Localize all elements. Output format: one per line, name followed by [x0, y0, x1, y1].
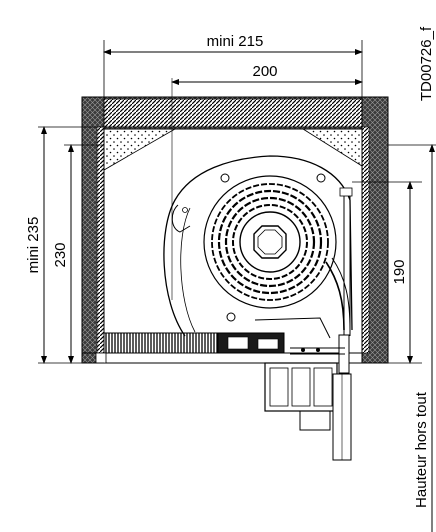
dimension-overall-height: Hauteur hors tout — [388, 144, 436, 532]
dimension-top-outer: mini 215 — [103, 33, 363, 130]
rolled-shutter-curtain — [203, 175, 351, 331]
bottom-slab — [82, 332, 388, 364]
overall-height-label: Hauteur hors tout — [413, 391, 430, 508]
dimension-label-top-inner: 200 — [252, 63, 277, 80]
box-casing — [81, 96, 389, 364]
dimension-top-inner: 200 — [171, 63, 363, 300]
roller-housing — [163, 155, 353, 337]
dimension-left-inner: 230 — [52, 144, 104, 364]
dimension-right-inner: 190 — [352, 181, 422, 364]
window-frame — [264, 362, 352, 461]
dimension-label-right-inner: 190 — [391, 259, 408, 284]
guide-rail — [254, 187, 353, 374]
drawing-reference: TD00726_f — [418, 26, 435, 101]
dimension-label-top-outer: mini 215 — [207, 33, 264, 50]
dimension-label-left-inner: 230 — [52, 242, 69, 267]
dimension-label-left-outer: mini 235 — [25, 217, 42, 274]
dimension-left-outer: mini 235 — [25, 126, 104, 364]
